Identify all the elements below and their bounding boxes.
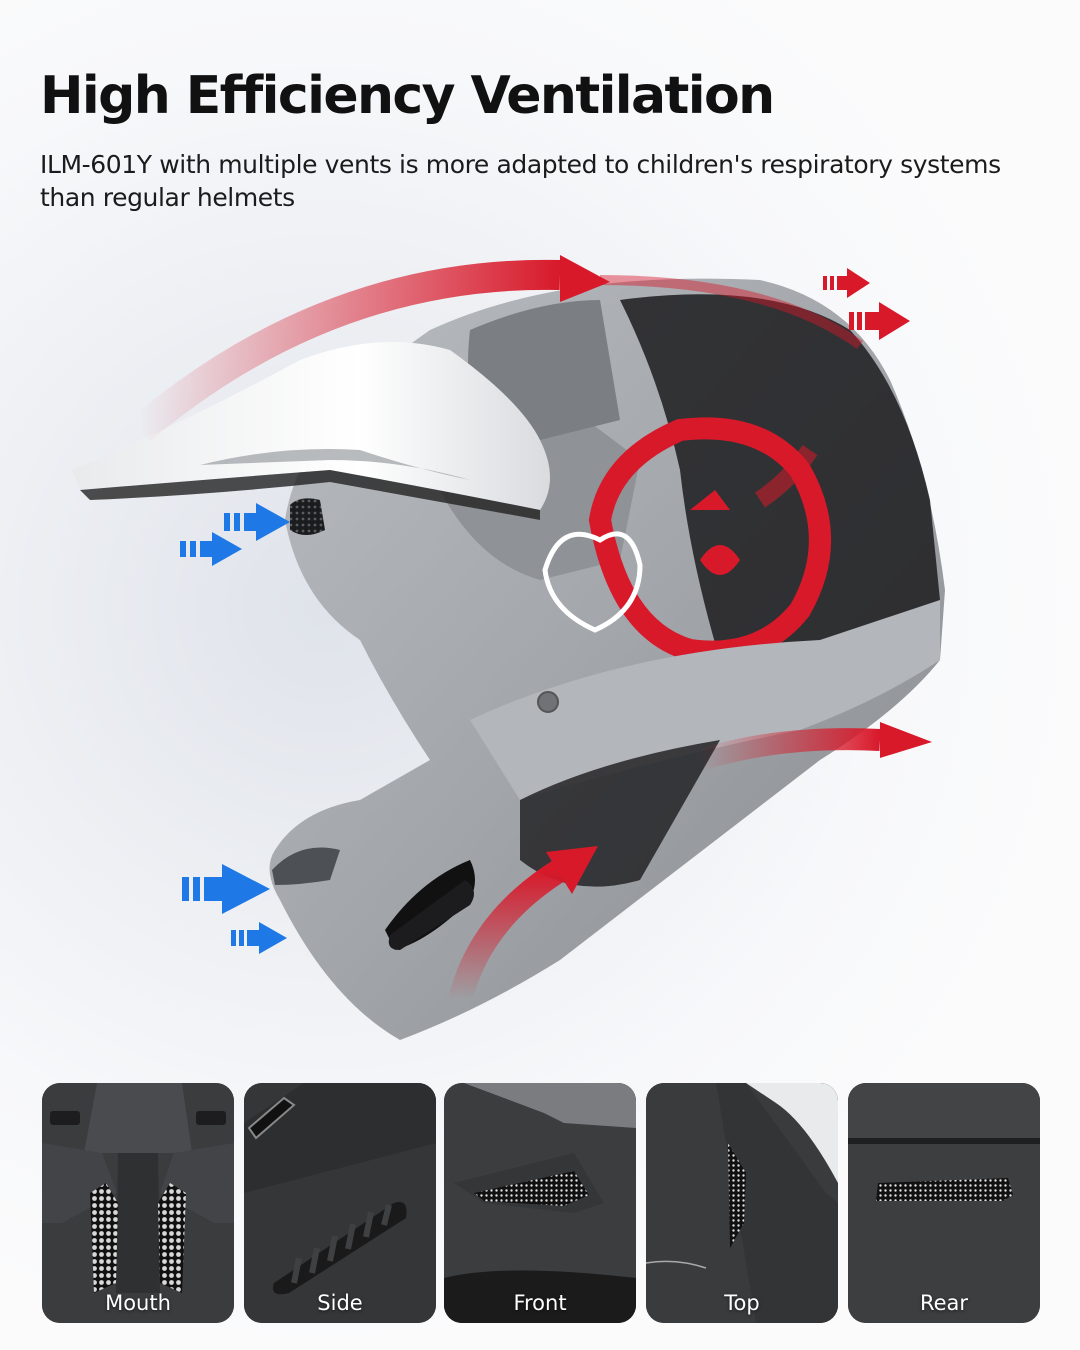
vent-thumb-mouth[interactable]: Mouth [42, 1083, 234, 1323]
vent-label-rear: Rear [919, 1291, 969, 1315]
vent-thumb-top[interactable]: Top [646, 1083, 838, 1323]
chin-intake-arrow-upper [182, 864, 270, 914]
helmet-visor [72, 342, 550, 520]
page-title: High Efficiency Ventilation [40, 66, 775, 126]
side-vent-icon [244, 1083, 436, 1323]
vent-thumb-front[interactable]: Front [444, 1083, 636, 1323]
vent-label-front: Front [513, 1291, 567, 1315]
intake-arrows [180, 503, 290, 954]
exhaust-arrows [130, 255, 932, 1004]
chin-side-vent [388, 880, 474, 950]
vent-label-side: Side [317, 1291, 363, 1315]
mouth-vent-icon [42, 1083, 234, 1323]
vent-label-top: Top [724, 1291, 760, 1315]
helmet-hero-image [0, 230, 1080, 1070]
brow-intake-arrow-upper [224, 503, 290, 541]
front-vent-icon [444, 1083, 636, 1323]
vent-thumb-side[interactable]: Side [244, 1083, 436, 1323]
top-vent-icon [646, 1083, 838, 1323]
vent-gallery: Mouth Side [42, 1083, 1040, 1323]
vent-label-mouth: Mouth [105, 1291, 171, 1315]
vent-thumb-rear[interactable]: Rear [848, 1083, 1040, 1323]
rear-vent-icon [848, 1083, 1040, 1323]
page-subtitle: ILM-601Y with multiple vents is more ada… [40, 150, 1001, 212]
brow-intake-arrow-lower [180, 532, 242, 566]
chin-intake-arrow-lower [231, 922, 287, 954]
